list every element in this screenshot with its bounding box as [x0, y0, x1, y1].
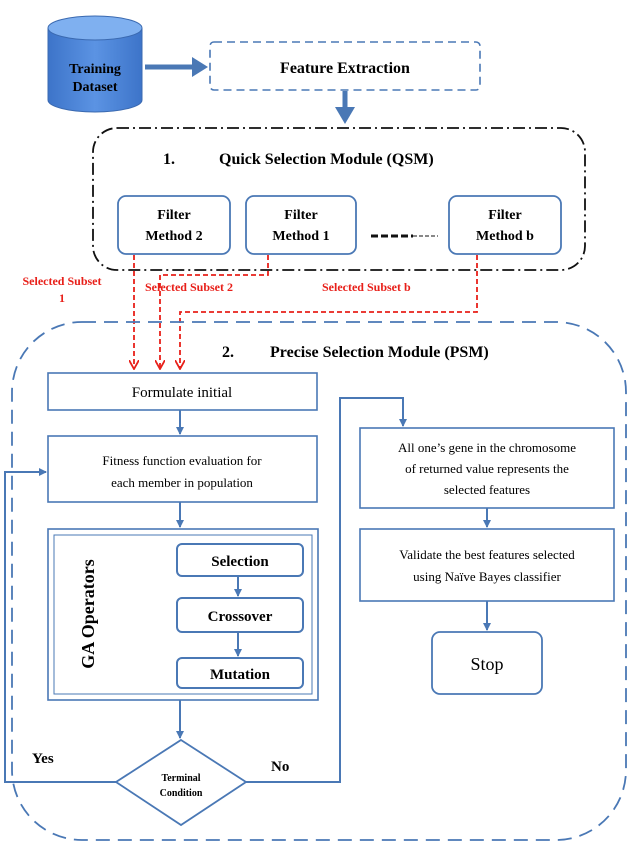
yes-label: Yes	[32, 751, 54, 767]
chromosome-label-line2: of returned value represents the	[405, 461, 569, 476]
no-path-arrow	[246, 397, 407, 783]
filter-method-1-box: Filter Method 1	[245, 195, 357, 255]
feature-extraction-label: Feature Extraction	[280, 60, 410, 77]
fitness-label-line1: Fitness function evaluation for	[102, 453, 262, 468]
qsm-number: 1.	[163, 151, 175, 168]
dataset-label-line2: Dataset	[72, 80, 117, 95]
selection-label: Selection	[211, 554, 269, 570]
fitness-label-line2: each member in population	[111, 475, 253, 490]
mutation-label: Mutation	[210, 667, 271, 683]
filter-method-b-line2: Method b	[476, 229, 534, 244]
ga-operators-label: GA Operators	[78, 559, 98, 669]
crossover-label: Crossover	[208, 609, 273, 625]
no-label: No	[271, 759, 289, 775]
training-dataset-cylinder: Training Dataset	[47, 15, 143, 113]
validate-label-line2: using Naïve Bayes classifier	[413, 569, 561, 584]
psm-container: 2. Precise Selection Module (PSM)	[11, 321, 627, 841]
subset-1-label-line2: 1	[59, 291, 65, 305]
chromosome-result-box: All one’s gene in the chromosome of retu…	[359, 427, 615, 509]
psm-number: 2.	[222, 344, 234, 361]
subset-b-label: Selected Subset b	[322, 280, 411, 294]
formulate-initial-box: Formulate initial	[47, 372, 318, 411]
filter-method-2-box: Filter Method 2	[117, 195, 231, 255]
psm-title: Precise Selection Module (PSM)	[270, 344, 489, 361]
crossover-box: Crossover	[176, 597, 304, 633]
selected-subset-arrows	[134, 255, 478, 369]
validate-box: Validate the best features selected usin…	[359, 528, 615, 602]
selection-box: Selection	[176, 543, 304, 577]
filter-method-2-line2: Method 2	[145, 229, 202, 244]
fitness-evaluation-box: Fitness function evaluation for each mem…	[47, 435, 318, 503]
subset-b-path	[180, 255, 478, 369]
dataset-label-line1: Training	[69, 62, 121, 77]
filter-method-1-line1: Filter	[284, 208, 317, 223]
subset-2-label: Selected Subset 2	[145, 280, 233, 294]
feature-extraction-box: Feature Extraction	[209, 41, 481, 91]
arrow-dataset-to-extraction	[145, 57, 208, 77]
chromosome-label-line3: selected features	[444, 482, 530, 497]
mutation-box: Mutation	[176, 657, 304, 689]
formulate-initial-label: Formulate initial	[132, 385, 232, 401]
chromosome-label-line1: All one’s gene in the chromosome	[398, 440, 576, 455]
validate-label-line1: Validate the best features selected	[399, 547, 575, 562]
filter-method-b-line1: Filter	[488, 208, 521, 223]
terminal-label-line2: Condition	[160, 788, 203, 799]
terminal-condition-diamond: Terminal Condition	[114, 738, 248, 827]
qsm-container: 1. Quick Selection Module (QSM)	[92, 127, 586, 271]
arrow-extraction-to-qsm	[335, 91, 355, 124]
filter-method-b-box: Filter Method b	[448, 195, 562, 255]
qsm-title: Quick Selection Module (QSM)	[219, 151, 434, 168]
subset-1-label-line1: Selected Subset	[23, 274, 102, 288]
subset-2-path	[160, 255, 269, 369]
yes-loop-arrow	[4, 468, 116, 783]
stop-box: Stop	[431, 631, 543, 695]
terminal-label-line1: Terminal	[161, 773, 200, 784]
filter-method-1-line2: Method 1	[272, 229, 329, 244]
stop-label: Stop	[470, 654, 503, 674]
filter-method-2-line1: Filter	[157, 208, 190, 223]
